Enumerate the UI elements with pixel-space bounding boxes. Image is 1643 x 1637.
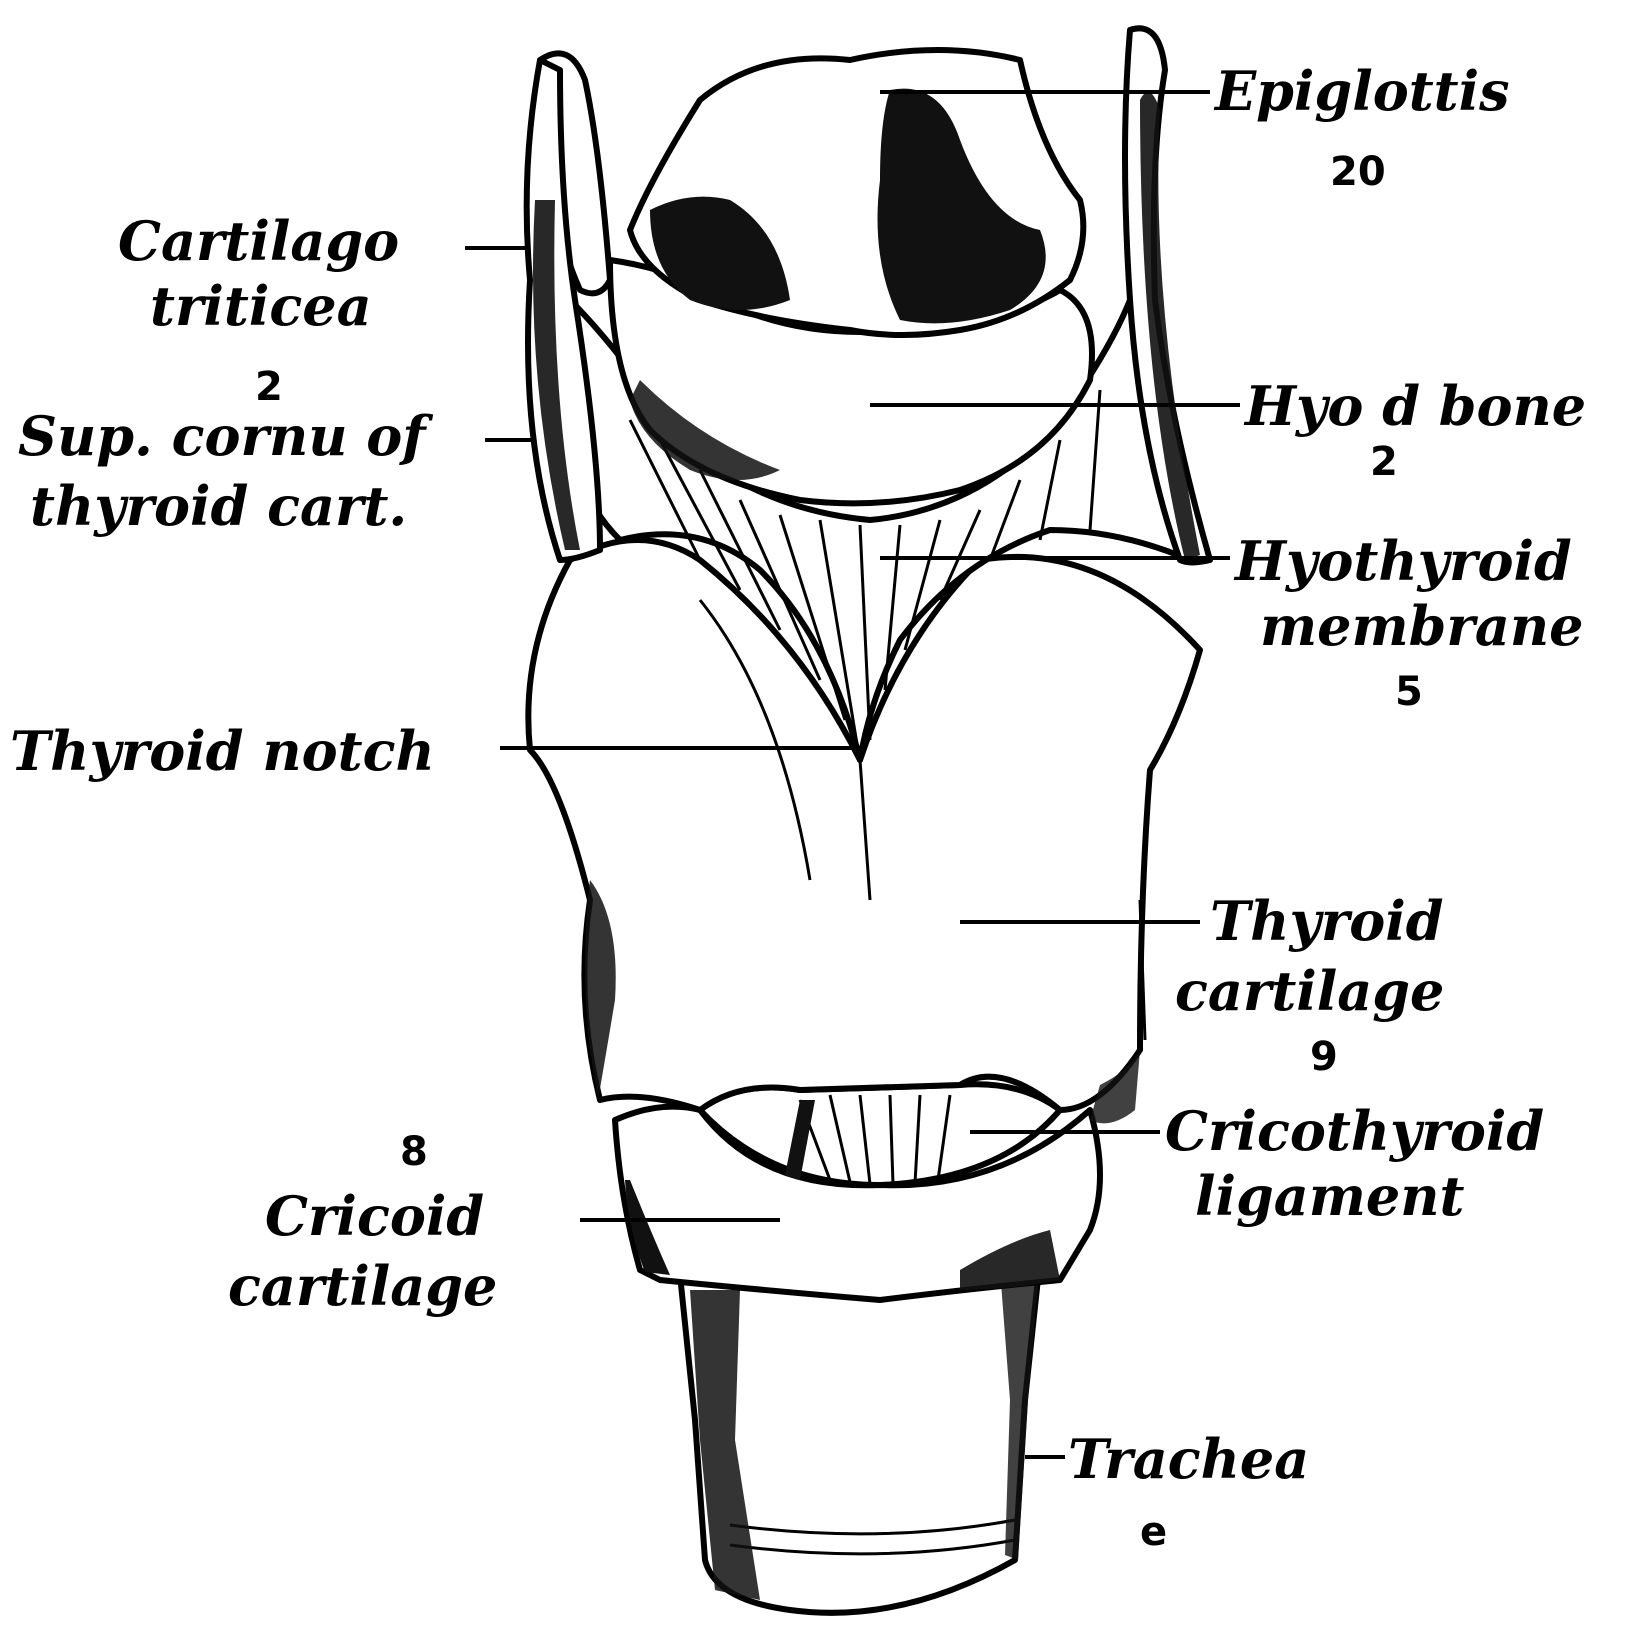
note-hyoid: 2 <box>1370 439 1398 485</box>
larynx-illustration <box>527 28 1210 1612</box>
label-epiglottis: Epiglottis <box>1213 59 1510 123</box>
label-hyothyroid-line2: membrane <box>1260 594 1583 658</box>
label-cartilago-triticea-line1: Cartilago <box>118 209 399 273</box>
label-hyothyroid-line1: Hyothyroid <box>1233 529 1572 593</box>
label-hyoid-bone: Hyo d bone <box>1243 374 1586 438</box>
label-cricoid-line2: cartilage <box>228 1254 497 1318</box>
label-cricoid-line1: Cricoid <box>265 1184 484 1248</box>
note-thyroid-cartilage: 9 <box>1310 1034 1338 1080</box>
note-trachea: e <box>1140 1509 1167 1555</box>
label-thyroid-cartilage-line2: cartilage <box>1175 959 1444 1023</box>
label-sup-cornu-line2: thyroid cart. <box>30 474 407 538</box>
label-cricothyroid-line2: ligament <box>1195 1164 1465 1228</box>
note-hyothyroid: 5 <box>1395 669 1423 715</box>
note-cricoid: 8 <box>400 1129 428 1175</box>
label-trachea: Trachea <box>1068 1427 1309 1491</box>
label-thyroid-notch: Thyroid notch <box>10 719 435 783</box>
label-thyroid-cartilage-line1: Thyroid <box>1210 889 1444 953</box>
label-cricothyroid-line1: Cricothyroid <box>1165 1099 1544 1163</box>
label-cartilago-triticea-line2: triticea <box>150 274 372 338</box>
note-epiglottis: 20 <box>1330 149 1386 195</box>
label-sup-cornu-line1: Sup. cornu of <box>18 404 433 468</box>
